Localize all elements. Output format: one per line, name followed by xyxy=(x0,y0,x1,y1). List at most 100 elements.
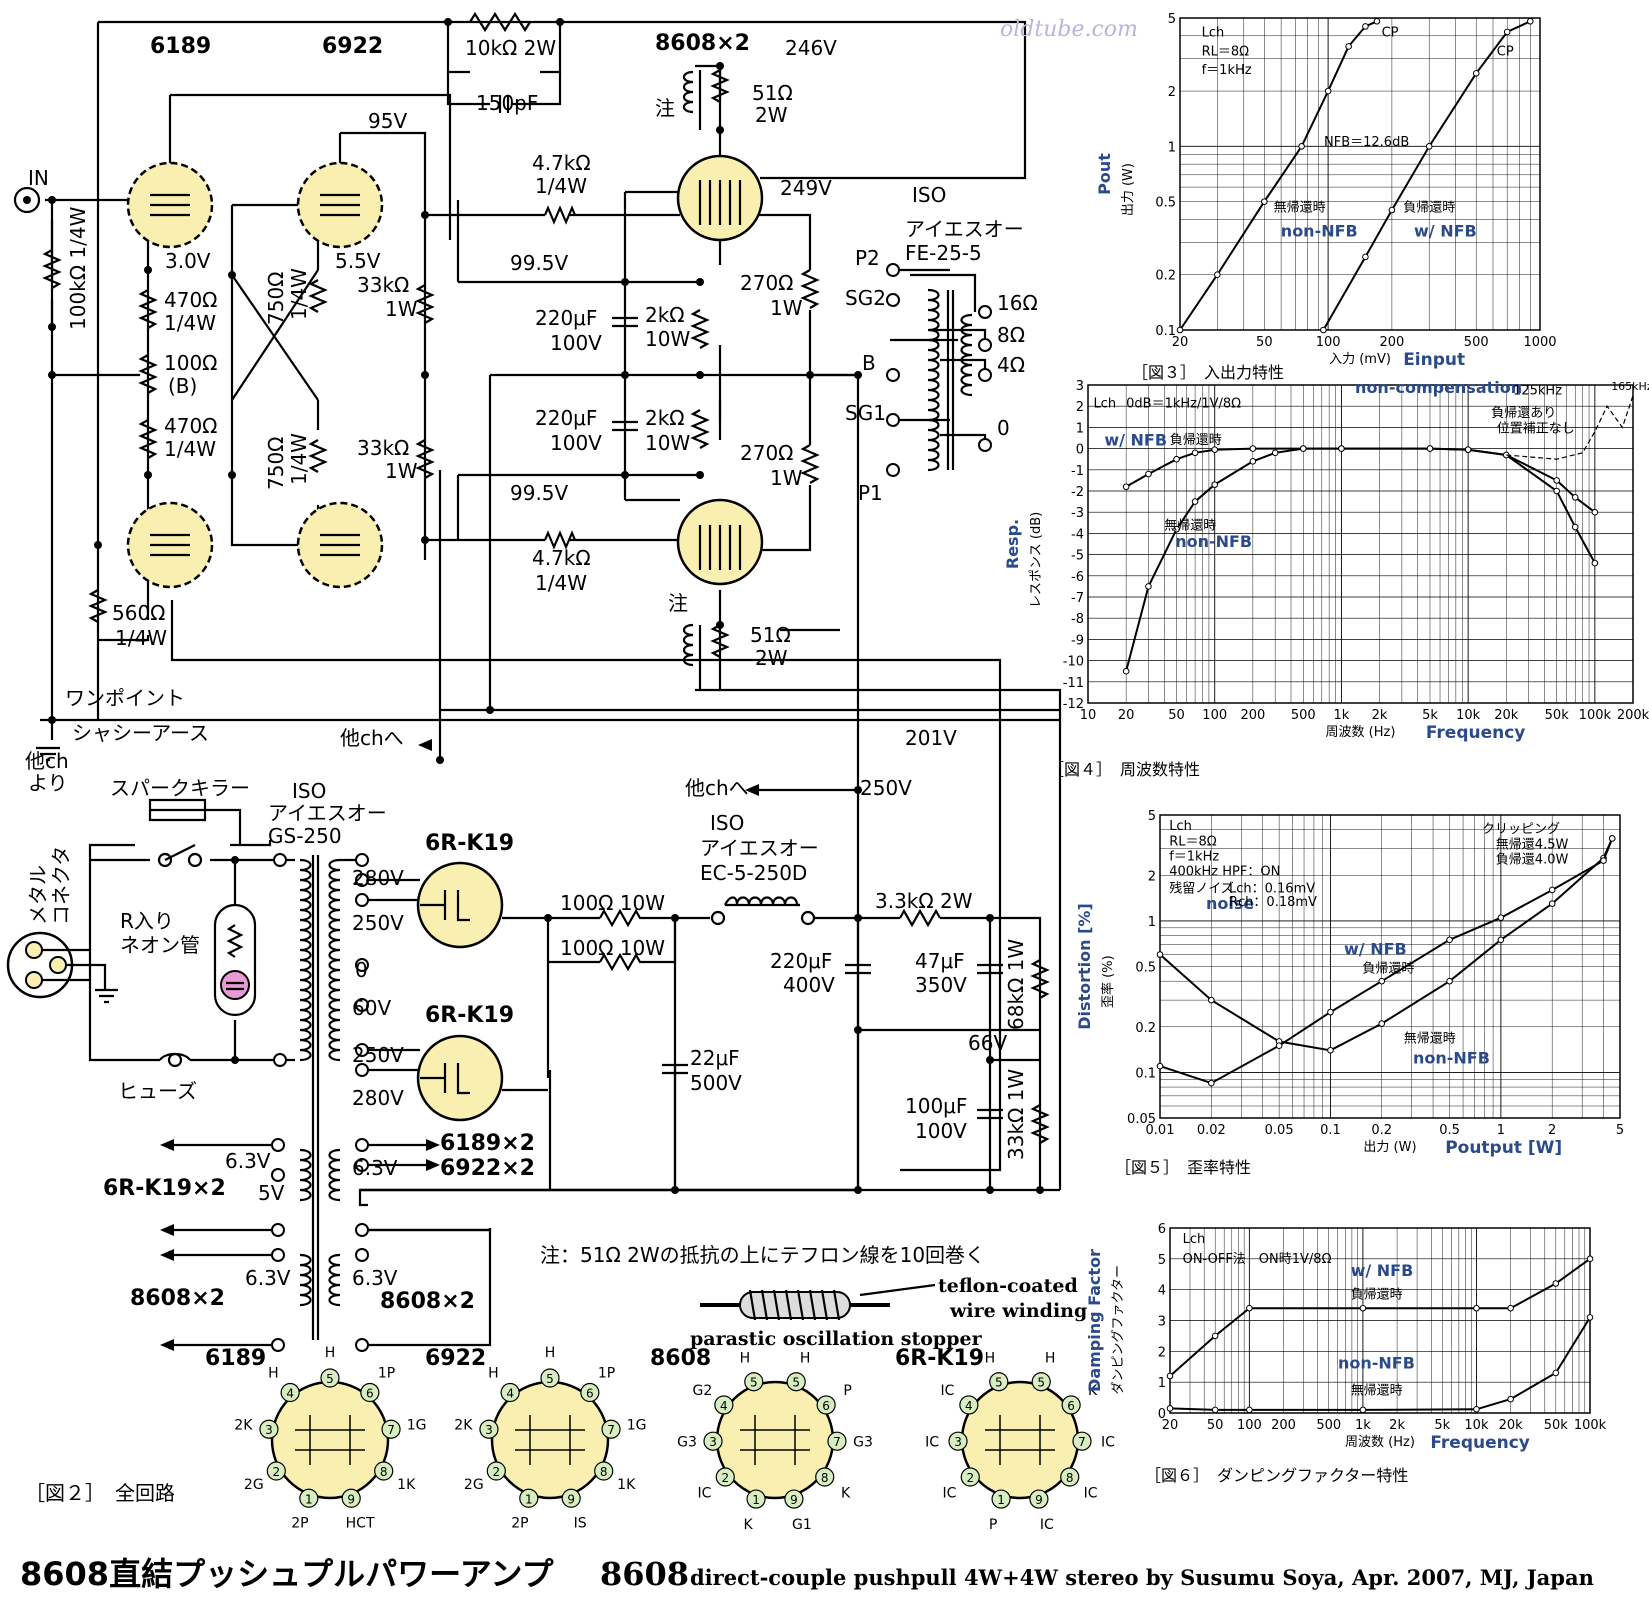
label-iso1-name: アイエスオー xyxy=(905,217,1024,241)
data-point xyxy=(1299,445,1307,452)
y-tick-label: -2 xyxy=(1071,485,1084,500)
pin-label: K xyxy=(744,1517,754,1533)
data-point xyxy=(1211,1332,1219,1340)
pin-label: 1G xyxy=(407,1418,427,1434)
pin-label: G2 xyxy=(693,1383,713,1399)
pin-circle xyxy=(1072,1431,1092,1451)
label-r68k: 68kΩ 1W xyxy=(1004,939,1028,1030)
x-tick-label: 100 xyxy=(1237,1418,1262,1433)
x-tick-label: 5 xyxy=(1616,1123,1624,1138)
pin-circle xyxy=(744,1372,764,1392)
data-point xyxy=(1548,886,1556,894)
annotation: 165kHz xyxy=(1611,380,1649,393)
label-c220a-v: 100V xyxy=(550,331,602,355)
data-point xyxy=(1359,1304,1367,1312)
y-tick-label: -9 xyxy=(1071,633,1084,648)
y-tick-label: 0.05 xyxy=(1127,1112,1156,1127)
pin-circle xyxy=(519,1488,539,1508)
pinout-title: 6189 xyxy=(205,1346,266,1371)
x-tick-label: 50k xyxy=(1545,708,1570,723)
x-tick-label: 0.02 xyxy=(1197,1123,1226,1138)
pin-circle xyxy=(594,1461,614,1481)
annotation: Lch xyxy=(1183,1232,1206,1247)
y-tick-label: 5 xyxy=(1148,809,1156,824)
data-point xyxy=(1591,559,1599,567)
label-metal1: メタル xyxy=(26,865,50,925)
label-r51b-w: 2W xyxy=(755,646,788,670)
y-tick-label: 2 xyxy=(1148,869,1156,884)
pin-number: 1 xyxy=(752,1493,760,1507)
pin-circle xyxy=(948,1431,968,1451)
pin-circle xyxy=(479,1419,499,1439)
x-tick-label: 50 xyxy=(1256,335,1273,350)
rectifier-bottom xyxy=(416,1034,504,1122)
series-line xyxy=(1169,1316,1591,1411)
label-from-other: 他ch xyxy=(25,749,69,773)
pin-number: 1 xyxy=(997,1493,1005,1507)
series-line xyxy=(1159,838,1614,1052)
y-tick-label: -8 xyxy=(1071,612,1084,627)
data-point xyxy=(1362,23,1369,30)
x-tick-label: 2k xyxy=(1389,1418,1405,1433)
data-point xyxy=(1211,446,1219,453)
series-line xyxy=(1322,20,1531,331)
y-axis-label-en: Resp. xyxy=(1003,519,1022,569)
data-point xyxy=(1122,667,1130,675)
data-point xyxy=(1446,977,1453,985)
label-iso2-model: GS-250 xyxy=(268,824,342,848)
y-tick-label: -11 xyxy=(1063,676,1084,691)
annotation: non-NFB xyxy=(1175,532,1252,551)
annotation: Lch xyxy=(1169,819,1192,834)
pin-circle xyxy=(561,1488,581,1508)
pin-circle xyxy=(341,1488,361,1508)
pin-number: 5 xyxy=(546,1372,554,1386)
data-point xyxy=(1571,494,1579,501)
label-c47-v: 350V xyxy=(915,973,967,997)
x-tick-label: 200k xyxy=(1617,708,1649,723)
label-c22-v: 500V xyxy=(690,1071,742,1095)
pinout-envelope xyxy=(715,1380,835,1500)
pin-number: 8 xyxy=(1066,1471,1074,1485)
annotation: non-NFB xyxy=(1338,1354,1415,1373)
y-tick-label: 0.5 xyxy=(1135,961,1156,976)
label-6189: 6189 xyxy=(150,34,211,59)
label-iso3-model: EC-5-250D xyxy=(700,861,807,885)
pin-label: H xyxy=(800,1350,811,1366)
pin-label: P xyxy=(843,1383,851,1399)
y-tick-label: -12 xyxy=(1063,697,1084,712)
annotation: RL＝8Ω xyxy=(1202,44,1250,59)
label-r470b: 470Ω xyxy=(164,414,217,438)
label-sg2: SG2 xyxy=(845,286,886,310)
pin-label: K xyxy=(841,1486,851,1502)
label-h8608b: 8608×2 xyxy=(380,1289,475,1314)
pin-label: H xyxy=(740,1350,751,1366)
annotation: 無帰還時 xyxy=(1351,1383,1403,1399)
x-tick-label: 2 xyxy=(1548,1123,1556,1138)
annotation: 負帰還時 xyxy=(1403,199,1455,215)
note-mark-2: 注 xyxy=(668,591,688,615)
y-tick-label: -1 xyxy=(1071,464,1084,479)
label-teflon1: teflon-coated xyxy=(938,1275,1078,1297)
data-point xyxy=(1320,326,1327,334)
label-in: IN xyxy=(28,166,49,190)
footer-title-num: 8608 xyxy=(600,1555,689,1593)
annotation: 残留ノイズ xyxy=(1169,880,1234,896)
y-tick-label: 6 xyxy=(1158,1222,1166,1237)
annotation: 無帰還時 xyxy=(1404,1030,1456,1046)
pin-label: IS xyxy=(574,1516,587,1532)
pt-280a: 280V xyxy=(352,866,404,890)
pin-number: 8 xyxy=(380,1465,388,1479)
x-tick-label: 20 xyxy=(1162,1418,1179,1433)
data-point xyxy=(1191,449,1199,457)
label-r47b: 4.7kΩ xyxy=(532,546,591,570)
x-axis-label: 入力 (mV) xyxy=(1329,352,1391,367)
data-point xyxy=(1507,1395,1514,1403)
annotation: RL＝8Ω xyxy=(1169,834,1217,849)
pin-number: 9 xyxy=(790,1493,798,1507)
pin-label: 1K xyxy=(617,1477,636,1493)
label-r270b-w: 1W xyxy=(770,466,803,490)
